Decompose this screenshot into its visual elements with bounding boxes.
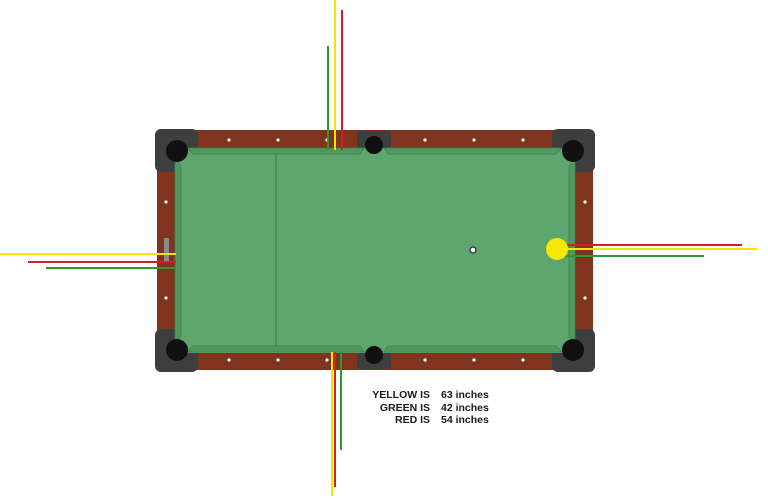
pocket-bottom-right xyxy=(562,339,584,361)
diamond-marker xyxy=(472,358,476,362)
legend-label-green: GREEN IS xyxy=(379,401,430,414)
cushion-top-right xyxy=(383,147,563,155)
left-rail-plate xyxy=(164,238,169,262)
pocket-top-side xyxy=(365,136,383,154)
legend-value-yellow: 63 inches xyxy=(441,389,489,401)
diamond-marker xyxy=(423,358,427,362)
diamond-marker xyxy=(227,138,231,142)
legend-label-yellow: YELLOW IS xyxy=(372,389,430,401)
cushion-bottom-left xyxy=(186,345,365,353)
pocket-bottom-left xyxy=(166,339,188,361)
diamond-marker xyxy=(583,296,587,300)
legend-value-green: 42 inches xyxy=(441,401,489,414)
diamond-marker xyxy=(583,200,587,204)
diamond-marker xyxy=(423,138,427,142)
pocket-top-right xyxy=(562,140,584,162)
diamond-marker xyxy=(164,296,168,300)
cushion-right xyxy=(568,159,576,343)
cushion-top-left xyxy=(186,147,365,155)
diamond-marker xyxy=(227,358,231,362)
foot-spot xyxy=(469,246,477,254)
legend-label-red: RED IS xyxy=(394,414,430,426)
cushion-bottom-right xyxy=(383,345,563,353)
cushion-left xyxy=(174,159,182,343)
pocket-bottom-side xyxy=(365,346,383,364)
legend-row-green: GREEN IS 42 inches xyxy=(330,402,530,415)
legend-value-red: 54 inches xyxy=(441,414,489,426)
pocket-top-left xyxy=(166,140,188,162)
diamond-marker xyxy=(521,358,525,362)
diamond-marker xyxy=(164,200,168,204)
measurement-legend: YELLOW IS 63 inches GREEN IS 42 inches R… xyxy=(330,389,530,427)
diamond-marker xyxy=(325,358,329,362)
yellow-ball xyxy=(546,238,568,260)
diamond-marker xyxy=(521,138,525,142)
diamond-marker xyxy=(276,358,280,362)
legend-row-yellow: YELLOW IS 63 inches xyxy=(330,389,530,402)
diamond-marker xyxy=(472,138,476,142)
diamond-marker xyxy=(276,138,280,142)
table-cloth xyxy=(175,148,575,353)
legend-row-red: RED IS 54 inches xyxy=(330,414,530,427)
